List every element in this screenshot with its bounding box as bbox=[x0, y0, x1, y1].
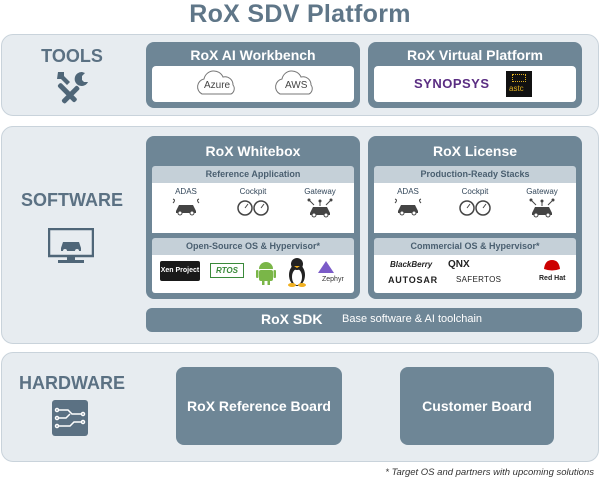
license-gateway[interactable]: Gateway bbox=[512, 187, 572, 218]
cloud-providers-row: Azure AWS bbox=[152, 66, 354, 102]
car-network-icon bbox=[529, 198, 555, 218]
car-sensor-icon bbox=[394, 198, 422, 216]
tools-label: TOOLS bbox=[41, 46, 103, 66]
sdk-bar: RoX SDK Base software & AI toolchain bbox=[146, 308, 582, 332]
cockpit-label: Cockpit bbox=[239, 187, 267, 196]
aws-cloud-icon[interactable]: AWS bbox=[270, 70, 320, 103]
astc-logo: astc bbox=[506, 71, 532, 97]
zephyr-logo: Zephyr bbox=[312, 259, 352, 289]
whitebox-os-header: Open-Source OS & Hypervisor* bbox=[152, 238, 354, 255]
linux-tux-icon bbox=[286, 257, 308, 292]
whitebox-cockpit[interactable]: Cockpit bbox=[223, 187, 283, 216]
whitebox-panel: RoX Whitebox Reference Application ADAS … bbox=[146, 136, 360, 299]
sdk-description: Base software & AI toolchain bbox=[342, 313, 483, 325]
license-title: RoX License bbox=[432, 143, 518, 159]
gauge-icon bbox=[459, 200, 491, 216]
gauge-icon bbox=[237, 200, 269, 216]
synopsys-logo: SYNOPSYS bbox=[414, 76, 490, 91]
monitor-car-icon bbox=[47, 227, 95, 269]
whitebox-title: RoX Whitebox bbox=[205, 143, 301, 159]
redhat-logo: Red Hat bbox=[534, 259, 574, 289]
software-label: SOFTWARE bbox=[21, 190, 123, 210]
license-cockpit[interactable]: Cockpit bbox=[445, 187, 505, 216]
whitebox-app-header: Reference Application bbox=[152, 166, 354, 183]
whitebox-os-logos: Xen Project RTOS Zephyr bbox=[152, 255, 354, 293]
qnx-logo: QNX bbox=[448, 259, 470, 270]
cockpit-label: Cockpit bbox=[461, 187, 489, 196]
gateway-label: Gateway bbox=[526, 187, 558, 196]
tools-icon bbox=[52, 68, 92, 113]
aws-label: AWS bbox=[285, 80, 308, 91]
car-network-icon bbox=[307, 198, 333, 218]
autosar-logo: AUTOSAR bbox=[388, 275, 438, 285]
circuit-board-icon bbox=[52, 400, 88, 441]
virtual-platform-logos: SYNOPSYS astc bbox=[374, 66, 576, 102]
whitebox-apps: ADAS Cockpit Gateway bbox=[152, 183, 354, 233]
license-panel: RoX License Production-Ready Stacks ADAS… bbox=[368, 136, 582, 299]
safertos-logo: SAFERTOS bbox=[456, 275, 502, 284]
azure-cloud-icon[interactable]: Azure bbox=[192, 70, 242, 103]
sdk-name: RoX SDK bbox=[261, 311, 323, 327]
reference-board-box: RoX Reference Board bbox=[176, 367, 342, 445]
customer-board-box: Customer Board bbox=[400, 367, 554, 445]
ai-workbench-title: RoX AI Workbench bbox=[190, 47, 316, 63]
license-app-header: Production-Ready Stacks bbox=[374, 166, 576, 183]
rtos-logo: RTOS bbox=[210, 263, 244, 278]
adas-label: ADAS bbox=[397, 187, 419, 196]
gateway-label: Gateway bbox=[304, 187, 336, 196]
android-icon bbox=[256, 259, 276, 290]
page-title: RoX SDV Platform bbox=[189, 0, 411, 28]
xen-project-logo: Xen Project bbox=[160, 261, 200, 281]
whitebox-gateway[interactable]: Gateway bbox=[290, 187, 350, 218]
whitebox-adas[interactable]: ADAS bbox=[156, 187, 216, 216]
azure-label: Azure bbox=[204, 80, 231, 91]
license-adas[interactable]: ADAS bbox=[378, 187, 438, 216]
adas-label: ADAS bbox=[175, 187, 197, 196]
hardware-label: HARDWARE bbox=[19, 373, 125, 393]
car-sensor-icon bbox=[172, 198, 200, 216]
license-os-header: Commercial OS & Hypervisor* bbox=[374, 238, 576, 255]
license-os-logos: BlackBerry QNX AUTOSAR SAFERTOS Red Hat bbox=[374, 255, 576, 293]
ai-workbench-panel: RoX AI Workbench Azure AWS bbox=[146, 42, 360, 108]
blackberry-logo: BlackBerry bbox=[390, 260, 433, 269]
virtual-platform-panel: RoX Virtual Platform SYNOPSYS astc bbox=[368, 42, 582, 108]
license-apps: ADAS Cockpit Gateway bbox=[374, 183, 576, 233]
footnote: * Target OS and partners with upcoming s… bbox=[385, 467, 594, 478]
virtual-platform-title: RoX Virtual Platform bbox=[407, 47, 543, 63]
